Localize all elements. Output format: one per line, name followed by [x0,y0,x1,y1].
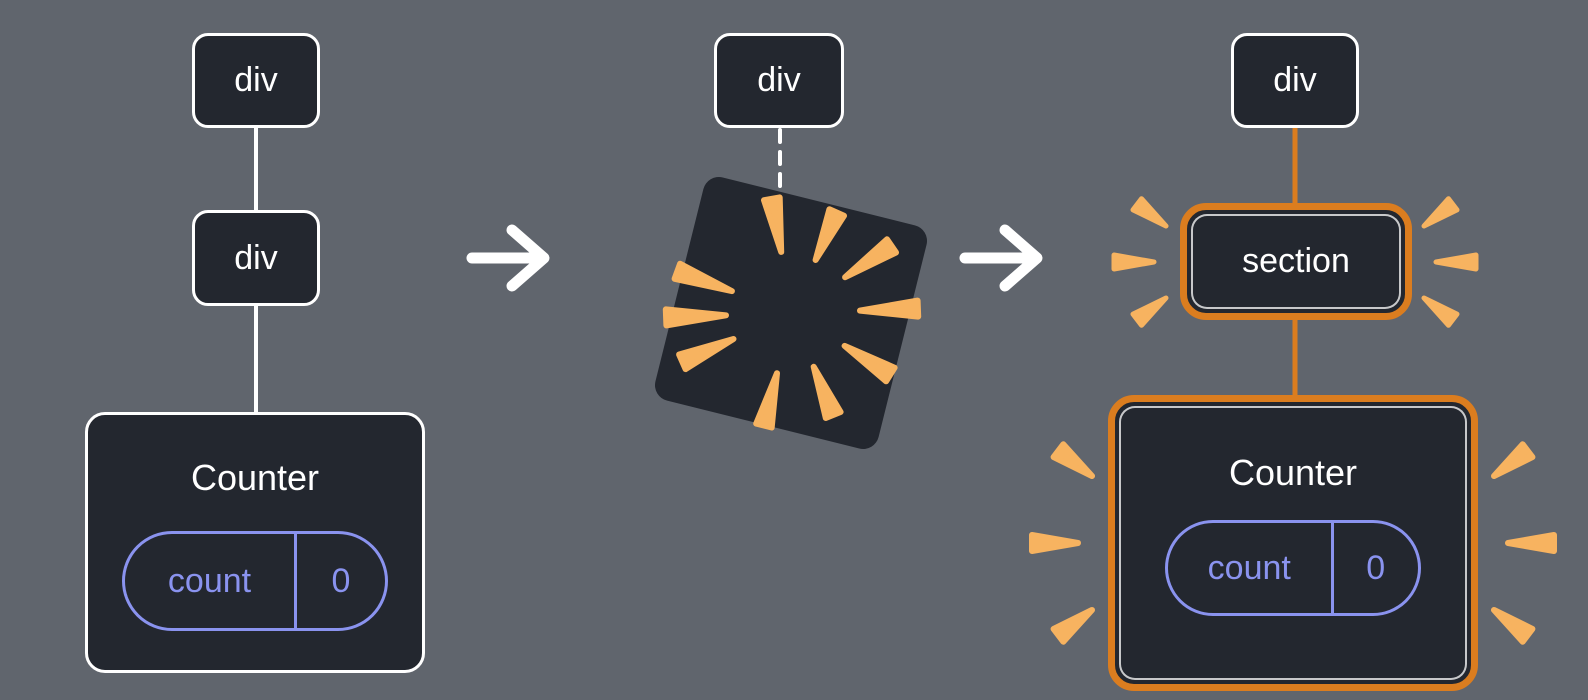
sparkle-ray-icon [1505,532,1557,554]
before-counter-component: Counter count 0 [85,412,425,673]
sparkle-ray-icon [1050,607,1095,645]
sparkle-ray-icon [1491,441,1536,479]
arrow-right-icon [506,224,550,292]
node-label: section [1242,242,1350,280]
sparkle-ray-icon [1491,607,1536,645]
state-key: count [125,534,297,628]
poof-square [651,173,931,453]
during-root-div-node: div [714,33,844,128]
after-root-div-node: div [1231,33,1359,128]
node-label: div [234,61,278,99]
node-label: div [757,61,801,99]
section-node-inner: section [1191,214,1401,309]
sparkle-ray-icon [1421,196,1460,229]
component-name: Counter [190,457,320,498]
after-counter-component-highlighted: Counter count 0 [1108,395,1478,691]
sparkle-ray-icon [1130,196,1169,229]
state-pill: count 0 [1165,520,1421,616]
state-key: count [1168,523,1334,613]
state-value: 0 [331,561,351,600]
after-section-node-highlighted: section [1180,203,1412,320]
sparkle-ray-icon [1130,295,1169,328]
sparkle-ray-icon [1111,252,1157,272]
state-pill: count 0 [122,531,388,631]
sparkle-ray-icon [1421,295,1460,328]
before-root-div-node: div [192,33,320,128]
sparkle-ray-icon [1029,532,1081,554]
before-child-div-node: div [192,210,320,306]
arrow-right-icon [466,224,550,292]
node-label: div [234,238,278,277]
arrow-right-icon [959,224,1043,292]
node-label: div [1273,61,1317,99]
counter-component-inner: Counter count 0 [1119,406,1467,680]
sparkle-ray-icon [1433,252,1479,272]
component-name: Counter [1228,452,1358,493]
sparkle-ray-icon [1050,441,1095,479]
state-value: 0 [1366,548,1386,587]
arrow-right-icon [999,224,1043,292]
